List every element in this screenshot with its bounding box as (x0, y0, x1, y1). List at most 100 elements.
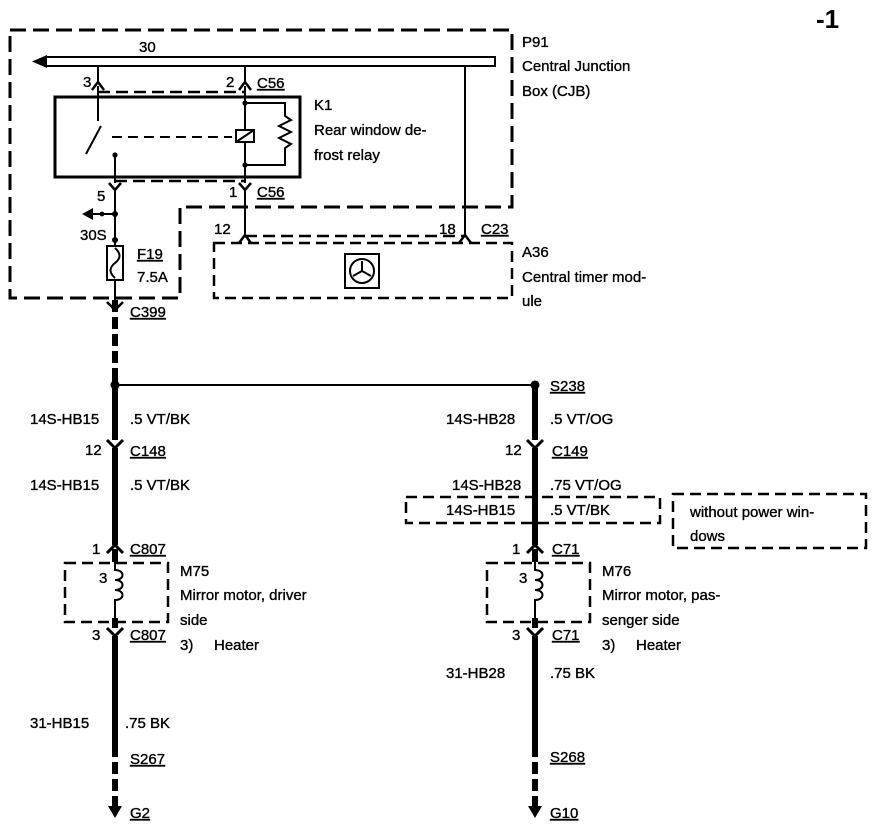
ground-g10-icon (528, 806, 542, 818)
c807-out-id: C807 (130, 627, 166, 644)
c148-id: C148 (130, 443, 166, 460)
c71-out-chevron (525, 626, 545, 639)
relay-pin-1: 1 (229, 184, 237, 201)
passenger-motor-name-line-2: senger side (602, 612, 680, 629)
bus-arrow-icon (32, 55, 47, 68)
fuse-id: F19 (137, 246, 163, 263)
shared-splice (110, 380, 540, 390)
cjb-id: P91 (522, 34, 549, 51)
driver-ground-wire-code: 31-HB15 (30, 715, 89, 732)
variant-note-line-1: without power win- (689, 504, 814, 521)
passenger-ground-wire-spec: .75 BK (550, 665, 595, 682)
driver-wire-1-code: 14S-HB15 (30, 411, 99, 428)
passenger-wire-2-spec: .75 VT/OG (550, 477, 622, 494)
relay-connector-top-id: C56 (257, 75, 285, 92)
c807-in-chevron (105, 542, 125, 555)
fuse-icon (106, 245, 124, 281)
bus-bar (32, 55, 496, 68)
timer-id: A36 (522, 244, 549, 261)
cjb-name-line-2: Box (CJB) (522, 83, 590, 100)
c149-pin: 12 (505, 442, 522, 459)
sheet-number: -1 (816, 4, 839, 34)
relay-name-line-1: Rear window de- (314, 122, 427, 139)
c71-out-pin: 3 (512, 627, 520, 644)
passenger-splice-id: S268 (550, 749, 585, 766)
c807-out-pin: 3 (92, 627, 100, 644)
relay-resistor-icon (242, 100, 294, 168)
driver-motor-internal-pin: 3 (99, 570, 107, 587)
fuse-feed (82, 190, 118, 246)
ground-g2-icon (108, 806, 122, 818)
c149-chevron (525, 438, 545, 451)
relay-pin-2: 2 (226, 74, 234, 91)
passenger-circuit-wire (525, 385, 545, 818)
c807-in-id: C807 (130, 541, 166, 558)
relay-switch-icon (85, 97, 118, 177)
driver-motor-name-line-2: side (180, 612, 208, 629)
c807-out-chevron (105, 626, 125, 639)
passenger-heater-coil-icon (534, 562, 544, 618)
cjb-name-line-1: Central Junction (522, 58, 630, 75)
relay-pin-3: 3 (83, 74, 91, 91)
passenger-wire-2-code: 14S-HB28 (452, 477, 521, 494)
cjb-boundary (8, 28, 514, 300)
c71-in-chevron (525, 542, 545, 555)
relay-name-line-2: frost relay (314, 147, 380, 164)
driver-splice-id: S267 (130, 751, 165, 768)
driver-ground-id: G2 (130, 805, 150, 822)
variant-note-line-2: dows (690, 528, 725, 545)
driver-heater-coil-icon (114, 562, 124, 618)
relay-k1 (53, 95, 302, 179)
driver-circuit-wire (105, 280, 125, 818)
driver-footnote-ref: 3) (180, 637, 193, 654)
timer-module-box (212, 241, 514, 300)
driver-ground-wire-spec: .75 BK (125, 715, 170, 732)
passenger-motor-internal-pin: 3 (519, 570, 527, 587)
relay-top-connector (91, 79, 252, 97)
passenger-mirror-motor-box (485, 561, 592, 624)
relay-connector-bottom-id: C56 (257, 184, 285, 201)
c71-in-id: C71 (552, 541, 580, 558)
inline-connector-chevron (106, 301, 124, 312)
passenger-footnote: Heater (636, 637, 681, 654)
passenger-wire-1-code: 14S-HB28 (446, 411, 515, 428)
c71-in-pin: 1 (512, 541, 520, 558)
passenger-wire-2-alt-spec: .5 VT/BK (550, 502, 610, 519)
driver-motor-name-line-1: Mirror motor, driver (180, 587, 307, 604)
timer-pin-12: 12 (214, 221, 231, 238)
passenger-wire-2-alt-code: 14S-HB15 (446, 502, 515, 519)
timer-module-connector (238, 190, 472, 244)
c148-chevron (105, 438, 125, 451)
passenger-ground-id: G10 (550, 805, 578, 822)
timer-icon (344, 253, 380, 289)
variant-note-box (671, 492, 868, 550)
inline-connector-id: C399 (130, 304, 166, 321)
fuse-rating: 7.5A (137, 269, 168, 286)
passenger-motor-name-line-1: Mirror motor, pas- (602, 587, 720, 604)
timer-name-line-2: ule (522, 293, 542, 310)
timer-connector-id: C23 (481, 221, 509, 238)
passenger-motor-id: M76 (602, 563, 631, 580)
timer-name-line-1: Central timer mod- (522, 269, 646, 286)
30s-arrow-icon (82, 208, 93, 220)
c148-pin: 12 (85, 442, 102, 459)
driver-wire-2-code: 14S-HB15 (30, 477, 99, 494)
relay-pin-5: 5 (97, 188, 105, 205)
passenger-wire-1-spec: .5 VT/OG (550, 411, 613, 428)
shared-splice-id: S238 (550, 378, 585, 395)
passenger-footnote-ref: 3) (602, 637, 615, 654)
timer-pin-18: 18 (439, 221, 456, 238)
c71-out-id: C71 (552, 627, 580, 644)
alt-wire-box (404, 495, 662, 525)
fuse-terminal-label: 30S (80, 227, 107, 244)
c807-in-pin: 1 (92, 541, 100, 558)
driver-motor-id: M75 (180, 563, 209, 580)
c149-id: C149 (552, 443, 588, 460)
bus-feed-wires (97, 66, 466, 234)
driver-mirror-motor-box (63, 561, 170, 624)
driver-footnote: Heater (214, 637, 259, 654)
bus-label: 30 (139, 39, 156, 56)
relay-id: K1 (314, 97, 332, 114)
driver-wire-2-spec: .5 VT/BK (130, 477, 190, 494)
